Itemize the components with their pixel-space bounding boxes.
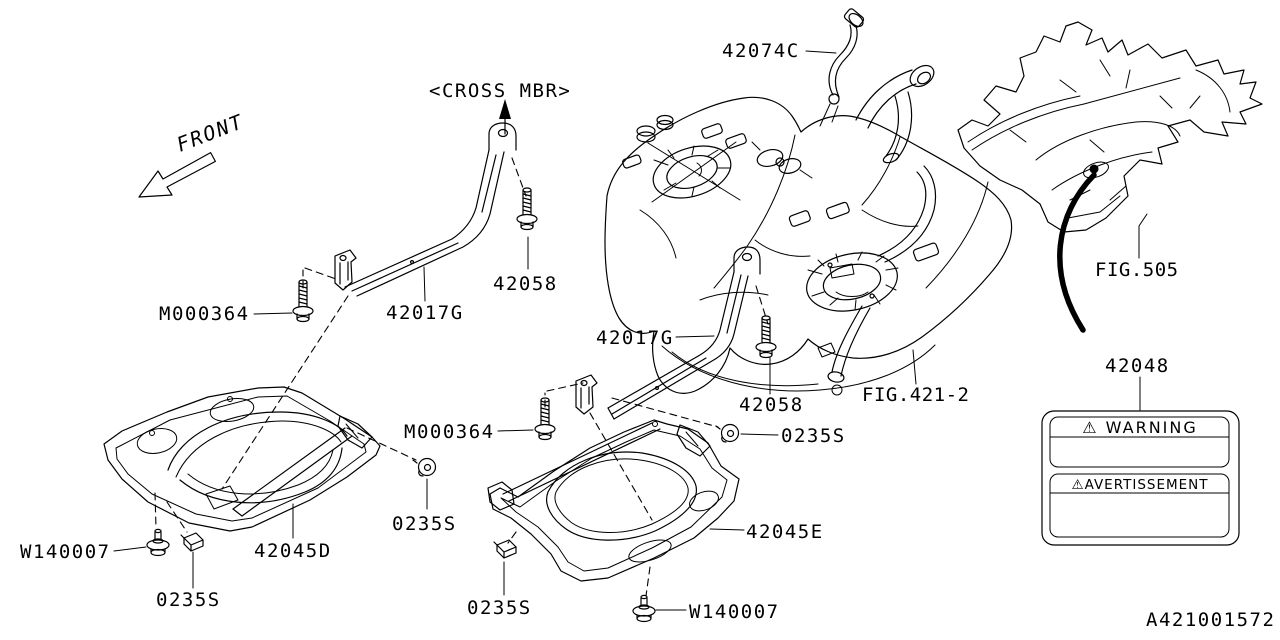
fuel-tank-strap-front xyxy=(334,122,517,297)
clip-0235s-mid xyxy=(493,539,517,559)
bolt-42058-front xyxy=(516,187,538,231)
part-label-42058-rear: 42058 xyxy=(739,394,804,416)
part-label-42074c: 42074C xyxy=(722,40,800,62)
clip-w140007-left xyxy=(146,528,170,557)
clip-w140007-right xyxy=(632,594,656,623)
fuel-warning-plate: ⚠ WARNING ⚠AVERTISSEMENT xyxy=(1041,410,1240,546)
clip-0235s-left xyxy=(180,532,204,552)
label-leader-lines xyxy=(113,50,1148,611)
front-direction-label: FRONT xyxy=(173,109,247,157)
part-label-0235s-d: 0235S xyxy=(467,597,532,619)
part-label-0235s-b: 0235S xyxy=(156,589,221,611)
warning-heading-en: ⚠ WARNING xyxy=(1082,418,1198,437)
part-label-42017g-rear: 42017G xyxy=(596,327,674,349)
tank-protector-left xyxy=(103,386,381,532)
fuel-tank-strap-rear xyxy=(575,246,761,420)
tank-protector-right xyxy=(487,419,740,582)
grommet-0235s-right xyxy=(715,423,740,443)
cross-member-label: <CROSS MBR> xyxy=(429,80,571,102)
part-label-42058-front: 42058 xyxy=(493,273,558,295)
warning-heading-fr: ⚠AVERTISSEMENT xyxy=(1071,477,1208,493)
assembly-guide-lines xyxy=(154,157,769,597)
part-label-42017g-front: 42017G xyxy=(386,302,464,324)
part-label-m000364-front: M000364 xyxy=(159,303,250,325)
location-pointer-arc xyxy=(1057,172,1097,333)
mounting-point-dot xyxy=(1089,164,1099,174)
part-label-0235s-c: 0235S xyxy=(392,513,457,535)
cross-member-arrow xyxy=(499,99,511,135)
part-label-42048: 42048 xyxy=(1105,355,1170,377)
part-label-m000364-rear: M000364 xyxy=(404,421,495,443)
rear-floor-panel xyxy=(957,21,1263,233)
part-label-w140007-left: W140007 xyxy=(20,541,111,563)
fuel-level-sensor-cable xyxy=(819,8,865,127)
bolt-42058-rear xyxy=(755,315,777,359)
fuel-tank xyxy=(604,64,1013,396)
figure-ref-505: FIG.505 xyxy=(1095,259,1179,281)
diagram-id: A421001572 xyxy=(1146,609,1275,631)
part-label-w140007-right: W140007 xyxy=(689,601,780,623)
front-direction-arrow xyxy=(138,152,216,198)
part-label-0235s-a: 0235S xyxy=(781,425,846,447)
grommet-0235s-left xyxy=(412,457,437,477)
figure-ref-421-2: FIG.421-2 xyxy=(862,384,969,406)
part-label-42045e: 42045E xyxy=(746,521,824,543)
part-label-42045d: 42045D xyxy=(254,540,332,562)
